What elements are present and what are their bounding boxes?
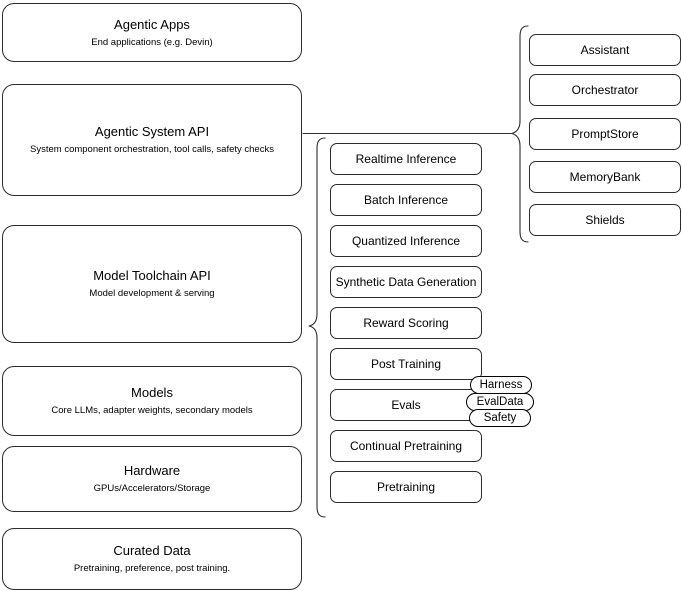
layer-box-model-toolchain-api[interactable]: Model Toolchain API Model development & … xyxy=(2,225,302,343)
component-box-promptstore[interactable]: PromptStore xyxy=(529,118,681,150)
component-label: Realtime Inference xyxy=(355,152,457,166)
layer-box-agentic-system-api[interactable]: Agentic System API System component orch… xyxy=(2,84,302,196)
component-label: Post Training xyxy=(370,357,442,371)
component-label: Continual Pretraining xyxy=(349,439,463,453)
component-label: Evals xyxy=(391,398,421,412)
layer-subtitle: Model development & serving xyxy=(89,288,215,299)
component-box-memorybank[interactable]: MemoryBank xyxy=(529,161,681,193)
evals-tag-evaldata[interactable]: EvalData xyxy=(466,393,534,411)
evals-tag-harness[interactable]: Harness xyxy=(470,376,532,394)
component-label: Assistant xyxy=(580,43,630,57)
layer-box-hardware[interactable]: Hardware GPUs/Accelerators/Storage xyxy=(2,446,302,512)
layer-box-agentic-apps[interactable]: Agentic Apps End applications (e.g. Devi… xyxy=(2,3,302,62)
component-box-pretraining[interactable]: Pretraining xyxy=(330,471,482,503)
layer-subtitle: End applications (e.g. Devin) xyxy=(91,36,213,48)
component-label: MemoryBank xyxy=(569,170,641,184)
layer-box-models[interactable]: Models Core LLMs, adapter weights, secon… xyxy=(2,366,302,436)
component-label: Reward Scoring xyxy=(363,316,449,330)
layer-title: Model Toolchain API xyxy=(93,268,211,283)
evals-tag-label: Safety xyxy=(483,411,517,424)
component-box-reward-scoring[interactable]: Reward Scoring xyxy=(330,307,482,339)
evals-tag-safety[interactable]: Safety xyxy=(469,409,531,427)
layer-title: Agentic Apps xyxy=(114,16,190,32)
component-box-assistant[interactable]: Assistant xyxy=(529,34,681,66)
layer-subtitle: Core LLMs, adapter weights, secondary mo… xyxy=(51,405,253,416)
layer-title: Hardware xyxy=(123,463,181,478)
layer-subtitle: System component orchestration, tool cal… xyxy=(30,144,274,155)
layer-subtitle: Pretraining, preference, post training. xyxy=(73,563,231,574)
component-box-quantized-inference[interactable]: Quantized Inference xyxy=(330,225,482,257)
component-box-post-training[interactable]: Post Training xyxy=(330,348,482,380)
evals-tag-label: Harness xyxy=(479,378,523,391)
component-label: PromptStore xyxy=(571,127,639,141)
component-label: Quantized Inference xyxy=(351,234,461,248)
component-box-evals[interactable]: Evals xyxy=(330,389,482,421)
component-label: Batch Inference xyxy=(363,193,449,207)
brace-system-components xyxy=(511,25,529,243)
brace-toolchain-components xyxy=(308,137,326,518)
component-label: Orchestrator xyxy=(571,83,639,97)
layer-title: Models xyxy=(131,385,173,400)
component-box-batch-inference[interactable]: Batch Inference xyxy=(330,184,482,216)
component-box-synthetic-data-generation[interactable]: Synthetic Data Generation xyxy=(330,266,482,298)
layer-title: Agentic System API xyxy=(94,124,210,139)
component-box-shields[interactable]: Shields xyxy=(529,204,681,236)
evals-tag-label: EvalData xyxy=(476,395,524,408)
component-box-orchestrator[interactable]: Orchestrator xyxy=(529,74,681,106)
component-label: Synthetic Data Generation xyxy=(335,275,477,289)
component-box-continual-pretraining[interactable]: Continual Pretraining xyxy=(330,430,482,462)
layer-box-curated-data[interactable]: Curated Data Pretraining, preference, po… xyxy=(2,528,302,590)
component-label: Pretraining xyxy=(376,480,436,494)
layer-subtitle: GPUs/Accelerators/Storage xyxy=(93,483,211,494)
component-label: Shields xyxy=(585,213,625,227)
layer-title: Curated Data xyxy=(113,543,191,558)
component-box-realtime-inference[interactable]: Realtime Inference xyxy=(330,143,482,175)
